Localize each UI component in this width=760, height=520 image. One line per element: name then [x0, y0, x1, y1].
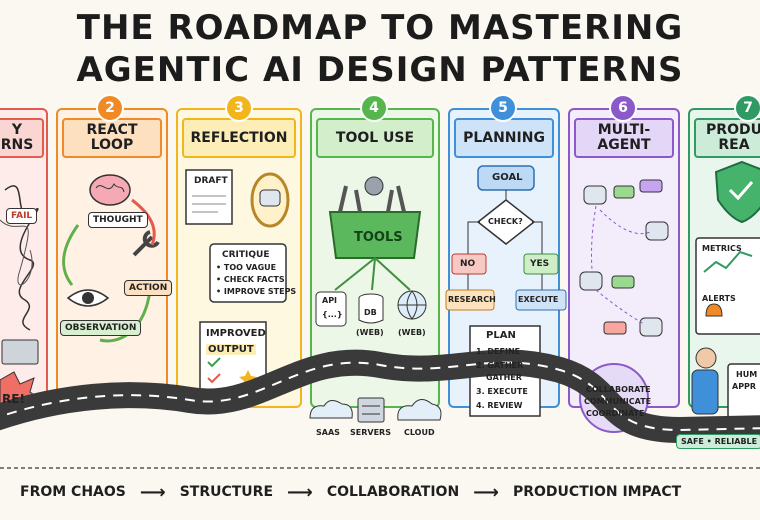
journey-step-structure: STRUCTURE [179, 484, 274, 500]
step-number-3: 3 [225, 94, 253, 122]
robot-3 [579, 271, 603, 291]
observation-tag: OBSERVATION [60, 320, 142, 336]
no-label: NO [460, 259, 476, 269]
journey-arrow-3: ⟶ [473, 481, 499, 503]
banner-reflection: REFLECTION [182, 118, 296, 158]
plan-step-3: 3. EXECUTE [476, 387, 528, 396]
banner-planning: PLANNING [454, 118, 554, 158]
robot-2 [645, 221, 669, 241]
chat-bubble-4 [603, 321, 627, 335]
api-box [315, 291, 347, 327]
server-icon [357, 397, 385, 423]
execute-box [515, 289, 567, 311]
robot-icon [259, 189, 281, 207]
journey-footer: FROM CHAOS ⟶ STRUCTURE ⟶ COLLABORATION ⟶… [20, 478, 760, 506]
plan-step-1: 1. DEFINE [476, 347, 521, 356]
bell-icon [705, 303, 723, 317]
title-line-2: AGENTIC AI DESIGN PATTERNS [76, 50, 684, 90]
chat-bubble-3 [611, 275, 635, 289]
cloud-icon [397, 399, 442, 421]
plan-step-2: 2. GATHER [476, 361, 524, 370]
title-line-1: THE ROADMAP TO MASTERING [76, 8, 684, 48]
communicate-text: COMMUNICATE [584, 397, 652, 406]
execute-label: EXECUTE [518, 295, 559, 304]
shield-icon [714, 160, 760, 224]
journey-step-production: PRODUCTION IMPACT [512, 484, 682, 500]
critique-label: CRITIQUE [222, 250, 270, 260]
improved-label: IMPROVED [206, 328, 266, 339]
hum-label: HUM [736, 370, 758, 379]
db-label: DB [364, 308, 377, 317]
loop-arrow-left [62, 224, 80, 286]
action-tag: ACTION [124, 280, 173, 296]
alerts-label: ALERTS [702, 294, 736, 303]
banner-production: PRODU REA [694, 118, 760, 158]
goal-label: GOAL [492, 172, 523, 183]
collaborate-text: COLLABORATE [586, 385, 651, 394]
step-number-4: 4 [360, 94, 388, 122]
journey-arrow-2: ⟶ [287, 481, 313, 503]
chat-bubble-2 [639, 179, 663, 193]
web-label-2: (WEB) [398, 328, 426, 337]
laptop-icon [1, 339, 39, 365]
journey-step-chaos: FROM CHAOS [20, 484, 126, 500]
no-box [451, 253, 487, 275]
critique-item-1: • TOO VAGUE [216, 263, 277, 272]
api-sub-label: {...} [322, 310, 343, 319]
person-head [695, 347, 717, 369]
draft-sheet [185, 169, 233, 225]
check-diamond [476, 199, 536, 245]
yes-box [523, 253, 559, 275]
plan-label: PLAN [486, 330, 516, 341]
appr-label: APPR [732, 382, 757, 391]
draft-label: DRAFT [194, 176, 228, 186]
plan-step-4: 4. REVIEW [476, 401, 523, 410]
web-label-1: (WEB) [356, 328, 384, 337]
robot-1 [583, 185, 607, 205]
api-label: API [322, 296, 338, 305]
star-icon [239, 370, 257, 387]
robot-4 [639, 317, 663, 337]
banner-step-1: Y RNS [0, 118, 44, 158]
check-label: CHECK? [488, 217, 523, 226]
journey-arrow-1: ⟶ [139, 481, 166, 503]
chaos-scribble-2 [0, 219, 33, 286]
gear-icon [364, 176, 384, 196]
thought-tag: THOUGHT [88, 212, 148, 228]
banner-tool-use: TOOL USE [316, 118, 434, 158]
servers-label: SERVERS [350, 428, 391, 437]
critique-item-3: • IMPROVE STEPS [216, 287, 297, 296]
brain-icon [89, 174, 131, 206]
tools-label: TOOLS [354, 230, 403, 245]
metrics-label: METRICS [702, 244, 742, 253]
journey-step-collaboration: COLLABORATION [326, 484, 460, 500]
research-label: RESEARCH [448, 295, 496, 304]
critique-box [209, 243, 287, 303]
step-number-2: 2 [96, 94, 124, 122]
saas-label: SAAS [316, 428, 340, 437]
step-number-5: 5 [489, 94, 517, 122]
person-body [691, 369, 719, 415]
exclaim-label: RE! [2, 392, 25, 406]
cloud-saas-icon [309, 400, 353, 419]
fail-tag: FAIL [6, 208, 38, 224]
step-number-6: 6 [609, 94, 637, 122]
loop-arrow-right [131, 198, 156, 246]
output-label: OUTPUT [206, 344, 256, 355]
step-number-7: 7 [734, 94, 760, 122]
research-box [445, 289, 495, 311]
wrench-icon [132, 230, 160, 257]
critique-item-2: • CHECK FACTS [216, 275, 285, 284]
coordinate-text: COORDINATE [586, 409, 645, 418]
plan-step-2b: GATHER [486, 373, 522, 382]
safe-reliable-tag: SAFE • RELIABLE [676, 434, 760, 449]
chat-bubble-1 [613, 185, 635, 199]
cloud-label: CLOUD [404, 428, 435, 437]
yes-label: YES [530, 259, 550, 269]
